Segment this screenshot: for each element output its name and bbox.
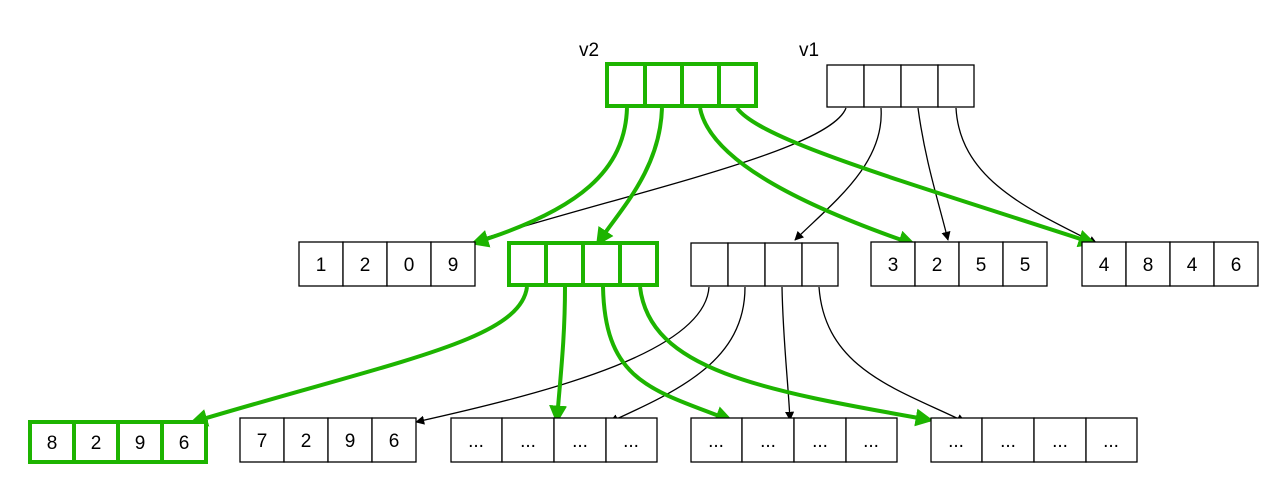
leaf-a-cell-2: 0	[404, 255, 415, 276]
edge-old-to-leaf-y	[781, 286, 795, 421]
leaf-z-cell-0: ...	[948, 431, 964, 452]
edge-old-to-leaf-x	[609, 286, 746, 423]
leaf-x-cell-2: ...	[572, 431, 588, 452]
internal-node-old	[690, 242, 839, 287]
leaf-old-cell-2: 9	[345, 431, 356, 452]
edge-v2-to-leaf-c	[735, 106, 1097, 248]
v1-root-node	[826, 64, 975, 108]
edge-v2-to-node-new	[596, 107, 664, 246]
edge-new-to-leaf-new	[189, 286, 529, 427]
leaf-a-cell-0: 1	[316, 255, 327, 276]
edge-old-to-leaf-z	[818, 286, 966, 423]
leaf-x-cell-1: ...	[520, 431, 536, 452]
v2-edges	[189, 106, 1097, 427]
leaf-b-cell-0: 3	[888, 255, 899, 276]
leaf-b-cell-1: 2	[932, 255, 943, 276]
leaf-x-cell-0: ...	[468, 431, 484, 452]
v1-edges	[415, 107, 1098, 425]
edge-v1-to-leaf-b	[917, 107, 951, 241]
leaf-y-cell-2: ...	[812, 431, 828, 452]
leaf-node-b: 3 2 5 5	[870, 241, 1048, 287]
leaf-node-x: ... ... ... ...	[450, 417, 658, 463]
leaf-node-a: 1 2 0 9	[298, 241, 476, 287]
leaf-node-y: ... ... ... ...	[690, 417, 898, 463]
edge-new-to-leaf-z	[638, 286, 934, 427]
leaf-c-cell-3: 6	[1231, 255, 1242, 276]
leaf-c-cell-2: 4	[1187, 255, 1198, 276]
edge-v1-to-leaf-a	[477, 107, 847, 242]
internal-node-new	[507, 241, 659, 287]
edge-v1-to-leaf-c	[955, 107, 1098, 245]
leaf-b-cell-3: 5	[1020, 255, 1031, 276]
leaf-c-cell-0: 4	[1099, 255, 1110, 276]
v2-label: v2	[579, 40, 599, 61]
leaf-c-cell-1: 8	[1143, 255, 1154, 276]
edge-v2-to-leaf-b	[698, 107, 917, 248]
edge-old-to-leaf-old	[415, 286, 710, 425]
leaf-b-cell-2: 5	[976, 255, 987, 276]
leaf-old-cell-1: 2	[301, 431, 312, 452]
leaf-y-cell-0: ...	[708, 431, 724, 452]
leaf-y-cell-3: ...	[863, 431, 879, 452]
leaf-z-cell-2: ...	[1052, 431, 1068, 452]
edge-v2-to-leaf-a	[470, 107, 629, 248]
v1-label: v1	[799, 40, 819, 61]
leaf-z-cell-1: ...	[1000, 431, 1016, 452]
leaf-a-cell-3: 9	[448, 255, 459, 276]
edge-new-to-leaf-x	[549, 286, 568, 424]
edge-v1-to-node-old	[794, 107, 882, 241]
leaf-new-cell-1: 2	[91, 433, 102, 454]
leaf-node-z: ... ... ... ...	[930, 417, 1138, 463]
leaf-y-cell-1: ...	[760, 431, 776, 452]
leaf-x-cell-3: ...	[623, 431, 639, 452]
v2-root-node	[605, 62, 758, 108]
leaf-node-old: 7 2 9 6	[239, 417, 417, 463]
leaf-new-cell-3: 6	[179, 433, 190, 454]
leaf-node-c: 4 8 4 6	[1081, 241, 1259, 287]
leaf-z-cell-3: ...	[1103, 431, 1119, 452]
edge-new-to-leaf-y	[601, 286, 734, 424]
leaf-a-cell-1: 2	[360, 255, 371, 276]
leaf-new-cell-0: 8	[47, 433, 58, 454]
leaf-old-cell-3: 6	[389, 431, 400, 452]
leaf-node-new: 8 2 9 6	[28, 420, 208, 464]
leaf-old-cell-0: 7	[257, 431, 268, 452]
leaf-new-cell-2: 9	[135, 433, 146, 454]
